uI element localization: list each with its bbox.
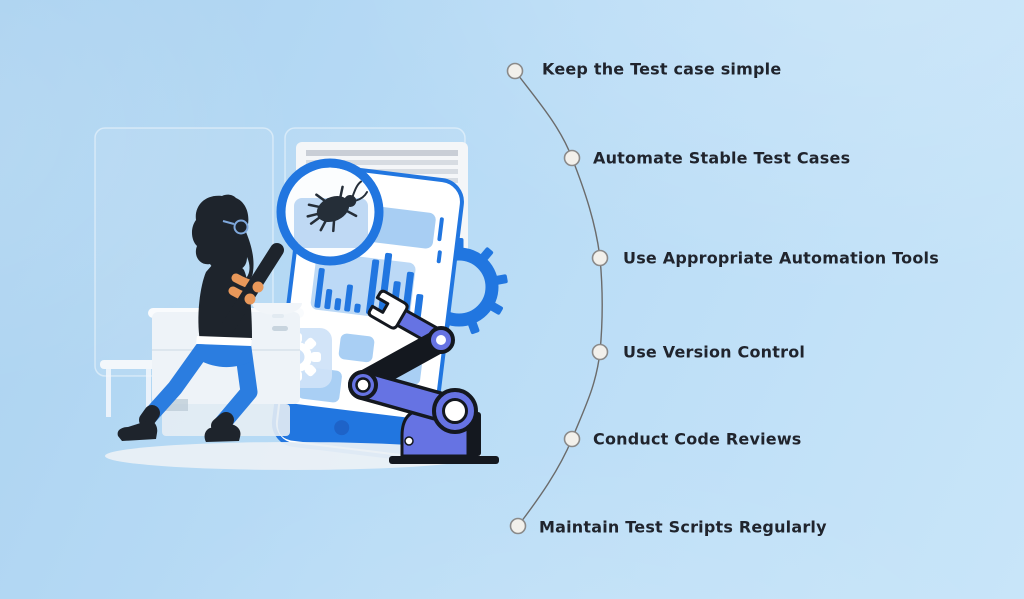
timeline-item-label: Use Appropriate Automation Tools [623, 248, 939, 268]
ground-shadow [105, 442, 481, 470]
timeline-item-label: Maintain Test Scripts Regularly [539, 517, 827, 537]
home-button [334, 420, 350, 436]
timeline-node [506, 62, 524, 80]
timeline-node [591, 249, 609, 267]
timeline-item-label: Conduct Code Reviews [593, 429, 802, 449]
tester-figure [117, 194, 262, 442]
illustration [100, 142, 508, 470]
glasses-icon [222, 219, 249, 235]
bowl [252, 303, 302, 318]
timeline-node [563, 430, 581, 448]
robot-arm-icon [348, 289, 499, 464]
bug-icon [306, 180, 369, 233]
timeline-node [509, 517, 527, 535]
timeline-item-label: Keep the Test case simple [542, 59, 782, 79]
timeline-item-label: Automate Stable Test Cases [593, 148, 851, 168]
timeline-node [563, 149, 581, 167]
magnifier-icon [221, 158, 384, 334]
timeline-node [591, 343, 609, 361]
timeline-item-label: Use Version Control [623, 342, 806, 362]
